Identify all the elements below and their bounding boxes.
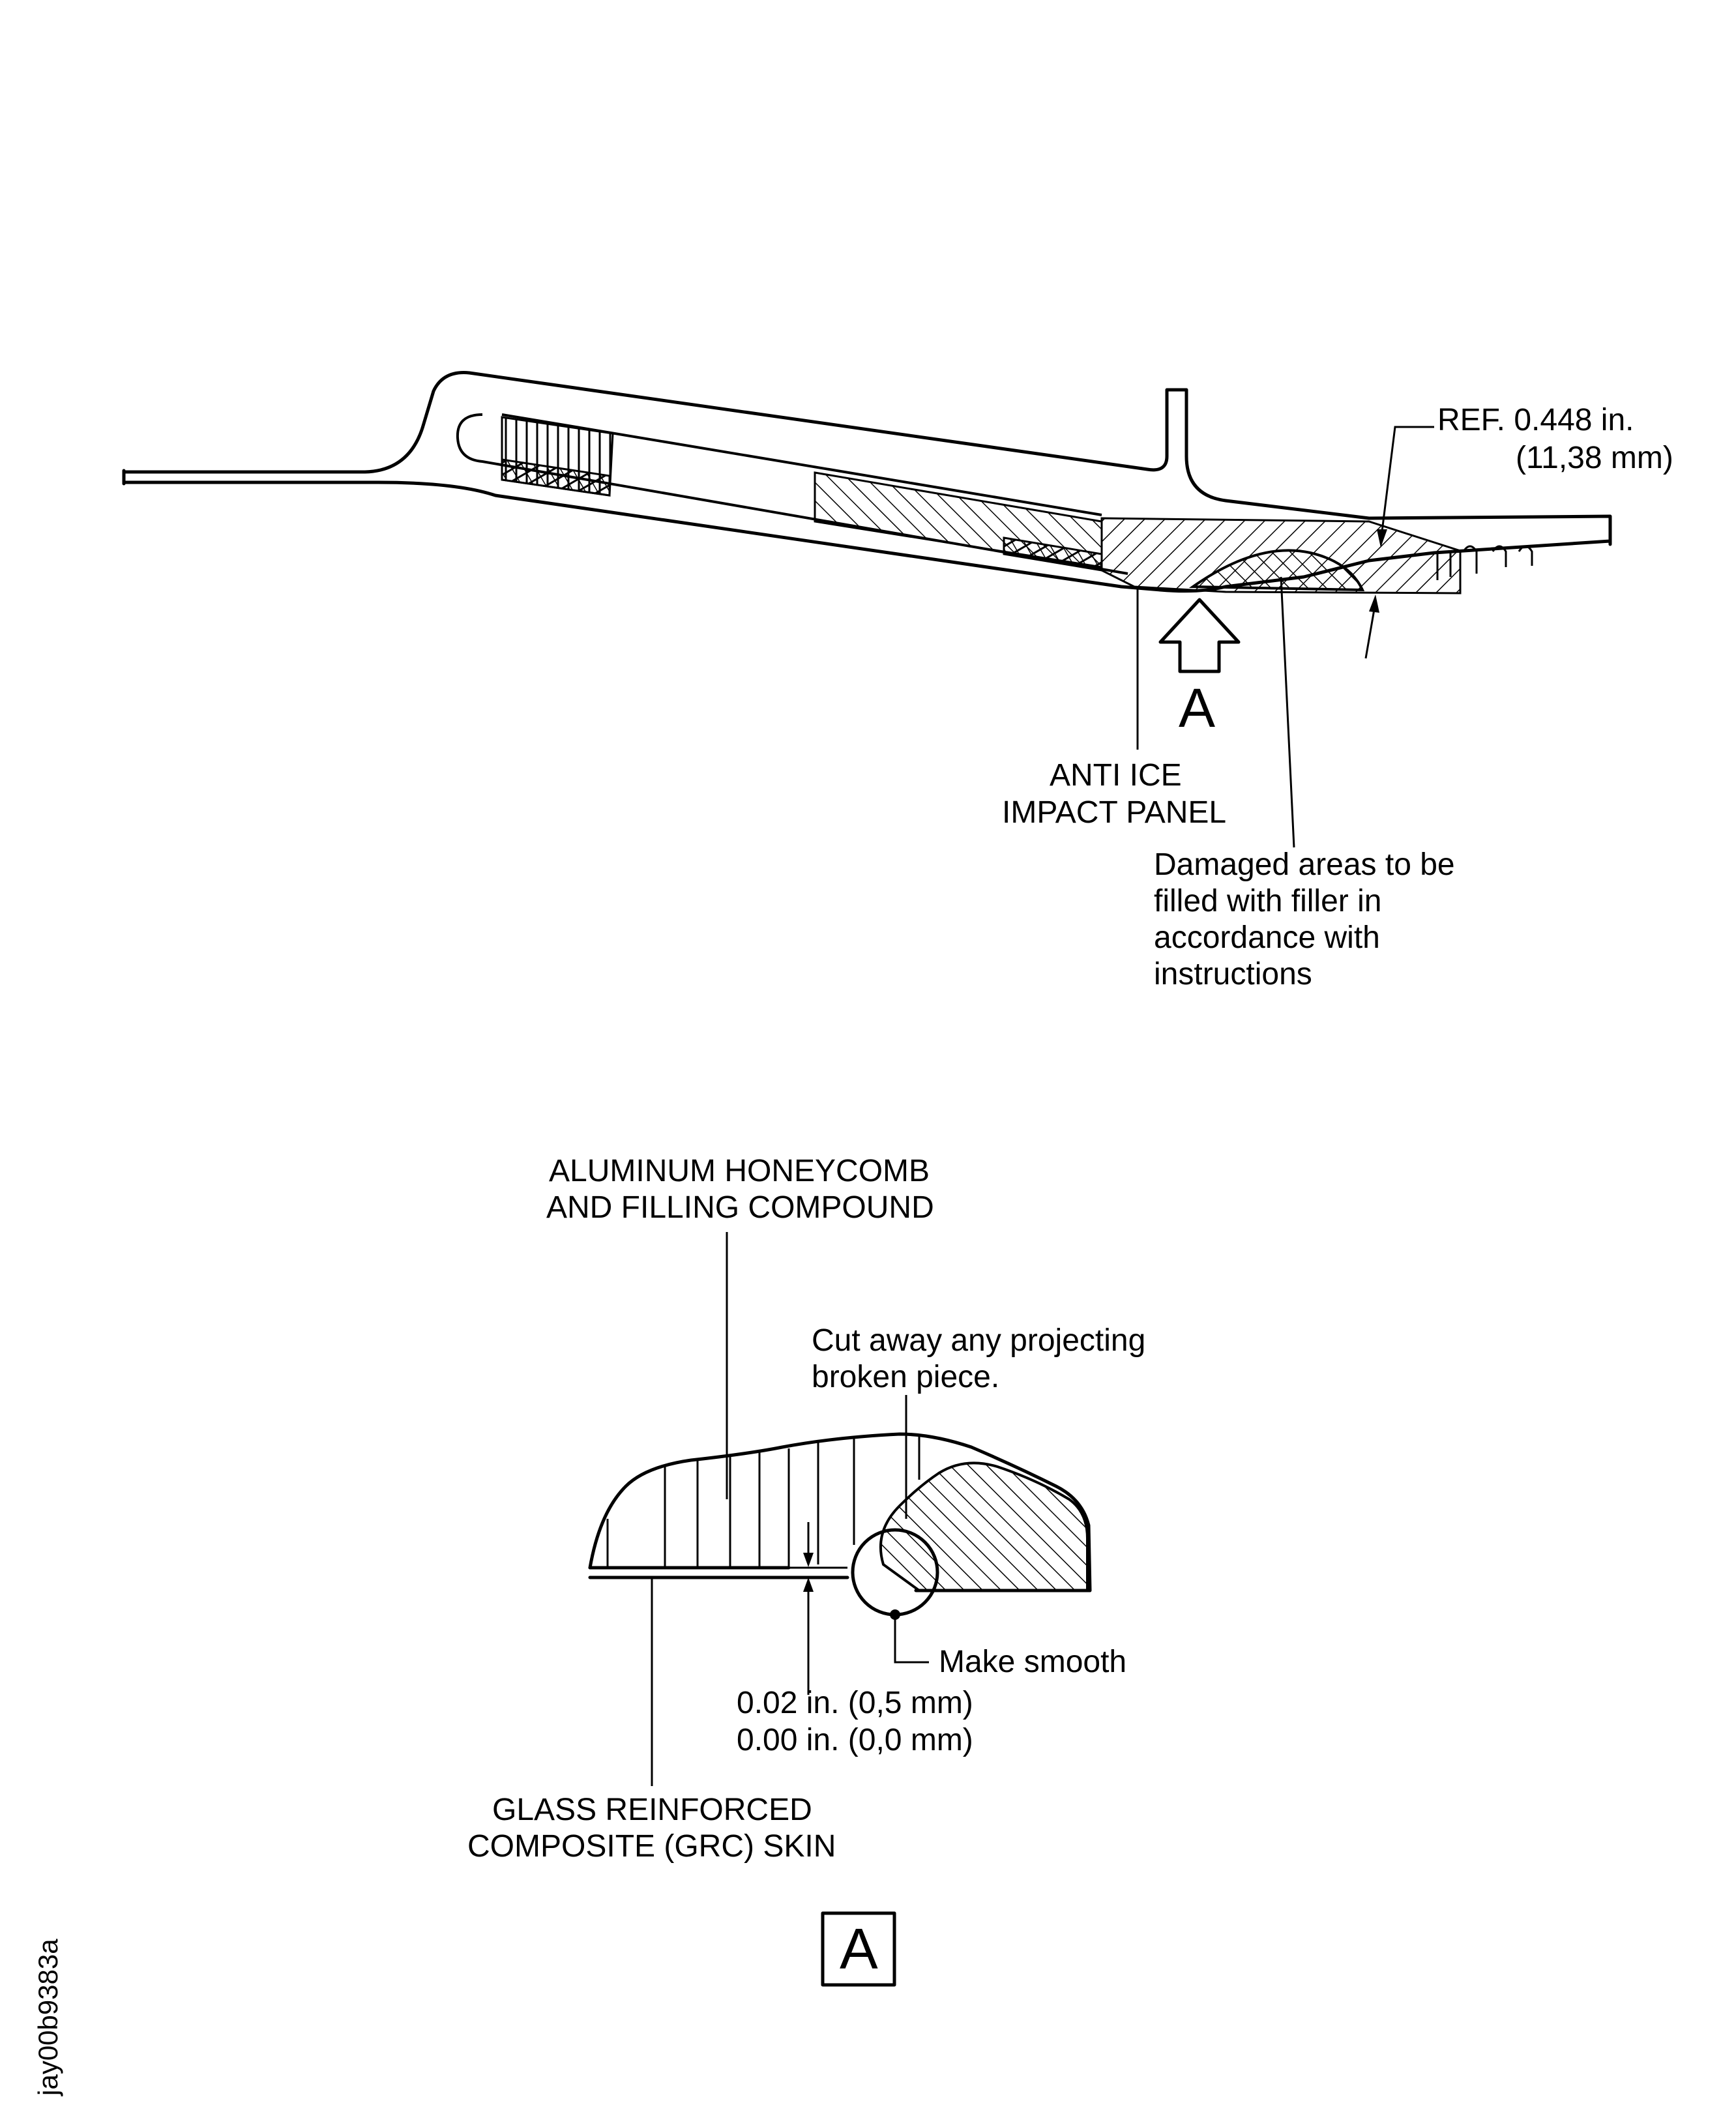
ref-dimension-inches: REF. 0.448 in.	[1437, 403, 1634, 437]
detail-letter-box	[821, 1911, 896, 1987]
panel-section-view: REF. 0.448 in. (11,38 mm) A ANTI ICE IMP…	[122, 371, 1673, 991]
make-smooth-label: Make smooth	[939, 1645, 1126, 1679]
honeycomb-label-line1: ALUMINUM HONEYCOMB	[549, 1154, 930, 1188]
damaged-label-line3: accordance with	[1154, 920, 1380, 955]
grc-skin	[588, 1566, 849, 1579]
skin-label-line1: GLASS REINFORCED	[492, 1793, 812, 1827]
ref-dimension-mm: (11,38 mm)	[1516, 441, 1673, 475]
damaged-area-fill	[1188, 549, 1365, 592]
ref-arrow-bottom	[1369, 594, 1379, 613]
cut-away-label-line1: Cut away any projecting	[812, 1323, 1145, 1358]
filler-hatch	[879, 1461, 1089, 1592]
make-smooth-leader	[894, 1615, 929, 1664]
figure-id: jay00b9383a	[33, 1939, 63, 2097]
ref-dimension-leader	[1381, 426, 1434, 532]
tolerance-max: 0.02 in. (0,5 mm)	[737, 1686, 973, 1720]
view-arrow	[1158, 598, 1241, 673]
honeycomb-label-line2: AND FILLING COMPOUND	[546, 1190, 934, 1225]
damaged-label-line2: filled with filler in	[1154, 884, 1381, 918]
damaged-label-line4: instructions	[1154, 957, 1312, 991]
tolerance-dim-lines	[782, 1522, 847, 1695]
core-cross-left	[501, 458, 611, 497]
ref-arrow-top	[1377, 529, 1387, 548]
right-honeycomb	[1436, 545, 1533, 580]
detail-a-view: Make smooth 0.02 in. (0,5 mm) 0.00 in. (…	[467, 1154, 1145, 1987]
damaged-area-leader	[1280, 576, 1295, 848]
tolerance-min: 0.00 in. (0,0 mm)	[737, 1723, 973, 1757]
honeycomb-cells	[606, 1434, 920, 1568]
tolerance-arrow-up	[803, 1577, 814, 1592]
tolerance-arrow-down	[803, 1553, 814, 1567]
view-letter: A	[1179, 677, 1215, 739]
detail-letter: A	[840, 1916, 878, 1981]
honeycomb-outline	[588, 1432, 1092, 1592]
skin-label-line2: COMPOSITE (GRC) SKIN	[467, 1829, 836, 1864]
damaged-label-line1: Damaged areas to be	[1154, 847, 1455, 882]
cut-away-label-line2: broken piece.	[812, 1360, 999, 1394]
anti-ice-label-line1: ANTI ICE	[1050, 758, 1182, 793]
ref-arrow-bottom-line	[1364, 609, 1376, 659]
anti-ice-label-line2: IMPACT PANEL	[1002, 795, 1226, 830]
